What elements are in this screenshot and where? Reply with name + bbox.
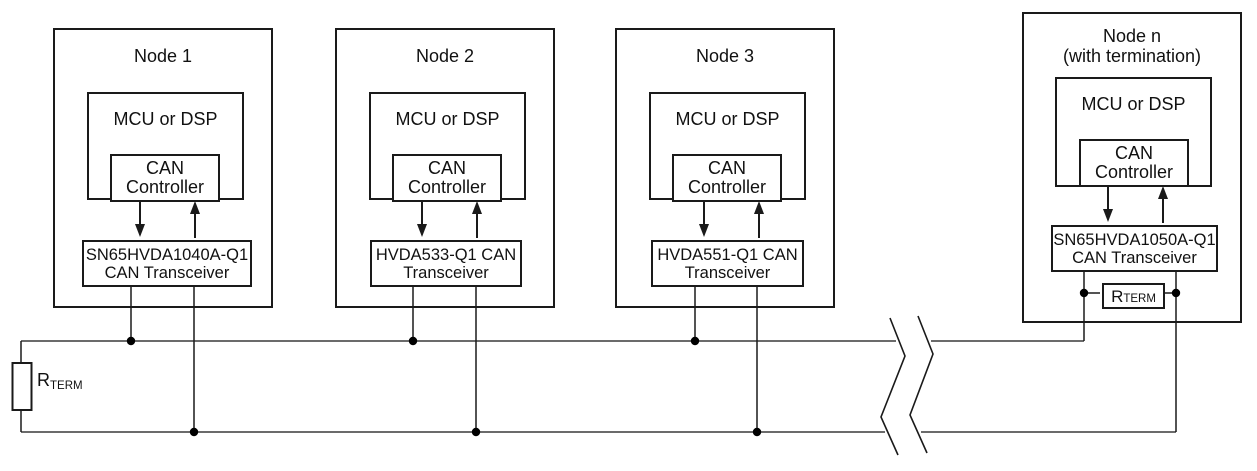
node-1-transceiver-line1: SN65HVDA1040A-Q1 <box>85 245 249 264</box>
bus-break-symbol <box>909 315 934 454</box>
node-n-rterm-base: R <box>1111 286 1124 306</box>
node-2-controller-line2: Controller <box>407 177 487 197</box>
node-3-title: Node 3 <box>617 46 833 66</box>
node-2-title-line1: Node 2 <box>415 46 475 66</box>
node-1-mcu-label: MCU or DSP <box>113 109 218 129</box>
junction-dot <box>408 336 418 346</box>
node-1-controller-line2: Controller <box>125 177 205 197</box>
node-n-controller-line1: CAN <box>1114 143 1153 163</box>
node-3-mcu-label: MCU or DSP <box>675 109 780 129</box>
node-n-can-controller-box: CAN Controller <box>1079 139 1189 187</box>
node-3-transceiver-line2: Transceiver <box>684 263 771 282</box>
node-2-transceiver-line1: HVDA533-Q1 CAN <box>375 245 517 264</box>
node-2-controller-line1: CAN <box>427 158 466 178</box>
junction-dot <box>690 336 700 346</box>
node-n-title-line1: Node n <box>1102 26 1162 46</box>
node-n-transceiver-line1: SN65HVDA1050A-Q1 <box>1053 230 1216 249</box>
node-2-transceiver-box: HVDA533-Q1 CAN Transceiver <box>370 240 522 287</box>
node-3-title-line1: Node 3 <box>695 46 755 66</box>
node-n-rterm-sub: TERM <box>1123 292 1156 305</box>
node-1-can-controller-box: CAN Controller <box>110 154 220 202</box>
bus-break-symbol <box>880 317 906 456</box>
node-1-controller-line1: CAN <box>145 158 184 178</box>
junction-dot <box>189 427 199 437</box>
node-n-title-line2: (with termination) <box>1062 46 1202 66</box>
node-n-controller-line2: Controller <box>1094 162 1174 182</box>
node-1-title-line1: Node 1 <box>133 46 193 66</box>
node-n-transceiver-line2: CAN Transceiver <box>1072 248 1197 267</box>
bus-termination-resistor-label: RTERM <box>37 371 83 392</box>
node-n-transceiver-box: SN65HVDA1050A-Q1 CAN Transceiver <box>1051 225 1218 272</box>
node-3-transceiver-box: HVDA551-Q1 CAN Transceiver <box>651 240 804 287</box>
node-3-can-controller-box: CAN Controller <box>672 154 782 202</box>
node-2-title: Node 2 <box>337 46 553 66</box>
node-n-title: Node n (with termination) <box>1024 26 1240 66</box>
junction-dot <box>471 427 481 437</box>
node-n-box: Node n (with termination) MCU or DSP CAN… <box>1022 12 1242 323</box>
node-1-transceiver-line2: CAN Transceiver <box>104 263 230 282</box>
node-2-box: Node 2 MCU or DSP CAN Controller HVDA533… <box>335 28 555 308</box>
bus-rterm-base: R <box>37 370 50 390</box>
junction-dot <box>752 427 762 437</box>
node-3-box: Node 3 MCU or DSP CAN Controller HVDA551… <box>615 28 835 308</box>
node-3-transceiver-line1: HVDA551-Q1 CAN <box>657 245 798 264</box>
node-1-title: Node 1 <box>55 46 271 66</box>
node-3-controller-line2: Controller <box>687 177 767 197</box>
node-1-box: Node 1 MCU or DSP CAN Controller SN65HVD… <box>53 28 273 308</box>
junction-dot <box>126 336 136 346</box>
node-1-transceiver-box: SN65HVDA1040A-Q1 CAN Transceiver <box>82 240 252 287</box>
node-2-transceiver-line2: Transceiver <box>403 263 489 282</box>
node-2-mcu-label: MCU or DSP <box>395 109 500 129</box>
bus-rterm-sub: TERM <box>50 380 83 392</box>
node-2-can-controller-box: CAN Controller <box>392 154 502 202</box>
node-3-controller-line1: CAN <box>707 158 746 178</box>
bus-termination-resistor-symbol <box>11 341 33 432</box>
node-n-mcu-label: MCU or DSP <box>1081 94 1186 114</box>
